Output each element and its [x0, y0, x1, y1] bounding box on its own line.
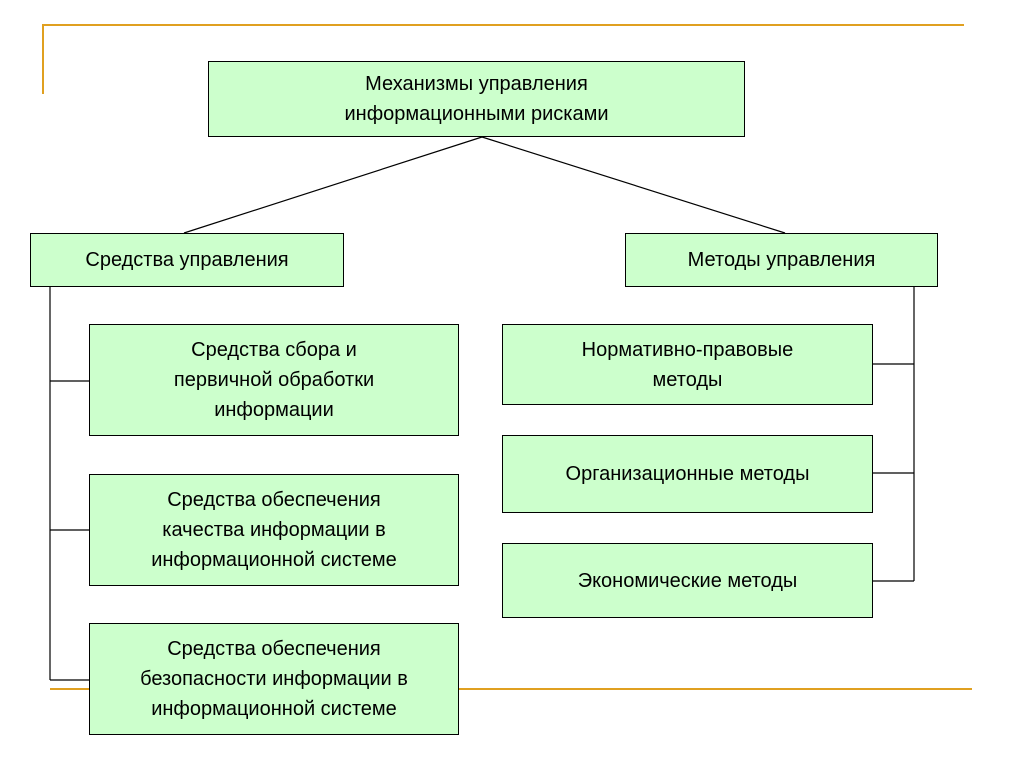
top-accent-line: [42, 24, 964, 26]
tools-item-node: Средства сбора и первичной обработки инф…: [89, 324, 459, 436]
connector-root-to-tools: [183, 136, 483, 234]
methods-item-node: Нормативно-правовые методы: [502, 324, 873, 405]
tools-item-node: Средства обеспечения безопасности информ…: [89, 623, 459, 735]
methods-item-node: Организационные методы: [502, 435, 873, 513]
tools-category-node: Средства управления: [30, 233, 344, 287]
connector-root-to-methods: [481, 136, 786, 234]
root-node: Механизмы управления информационными рис…: [208, 61, 745, 137]
left-accent-line: [42, 24, 44, 94]
tools-item-node: Средства обеспечения качества информации…: [89, 474, 459, 586]
bottom-accent-line: [50, 688, 972, 690]
methods-item-node: Экономические методы: [502, 543, 873, 618]
methods-category-node: Методы управления: [625, 233, 938, 287]
